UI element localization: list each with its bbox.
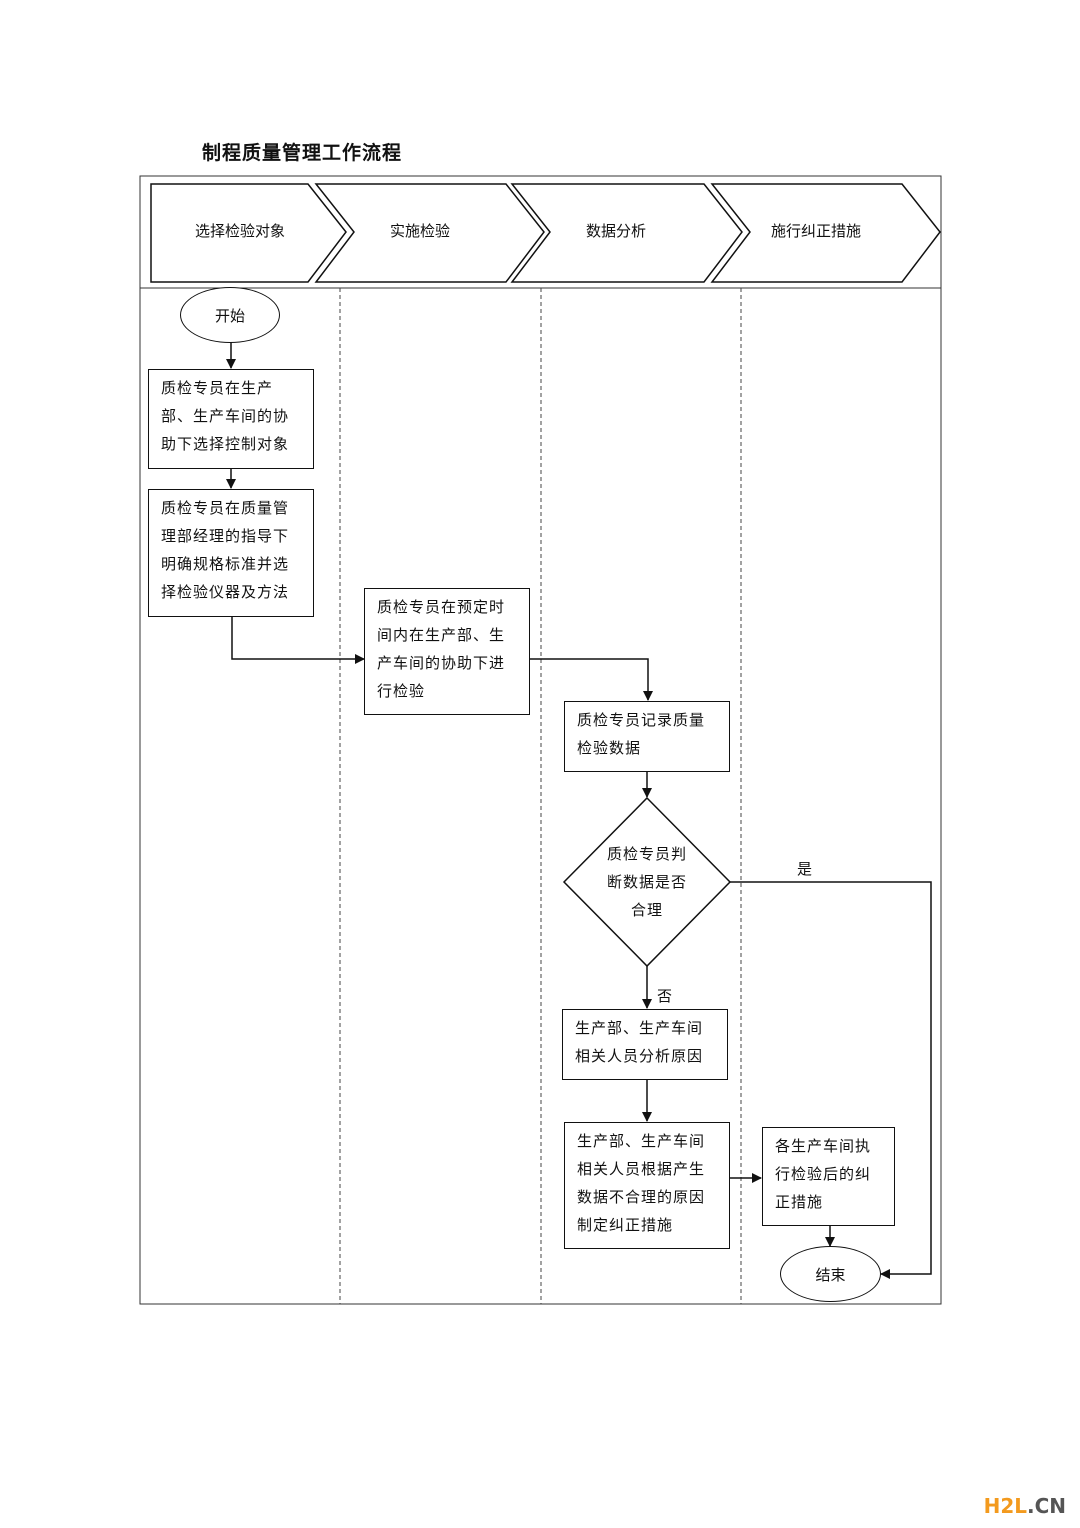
end-node: 结束 — [780, 1246, 881, 1302]
process-step-2: 质检专员在质量管理部经理的指导下明确规格标准并选择检验仪器及方法 — [148, 489, 314, 617]
edge-label-yes: 是 — [797, 860, 813, 878]
arrow-decision-yes — [730, 881, 932, 1279]
arrow-step3-to-step4 — [530, 658, 653, 701]
start-node: 开始 — [180, 287, 280, 343]
process-step-7: 各生产车间执行检验后的纠正措施 — [762, 1127, 895, 1226]
watermark-brand: H2L — [983, 1494, 1027, 1518]
process-step-4: 质检专员记录质量检验数据 — [564, 701, 730, 772]
phase-chevron — [150, 183, 347, 283]
watermark-suffix: .CN — [1026, 1494, 1066, 1518]
watermark-logo: H2L.CN — [984, 1494, 1066, 1518]
process-step-6: 生产部、生产车间相关人员根据产生数据不合理的原因制定纠正措施 — [564, 1122, 730, 1249]
phase-label: 施行纠正措施 — [771, 222, 861, 240]
end-label: 结束 — [815, 1265, 846, 1284]
arrow-step2-to-step3 — [231, 617, 365, 664]
process-step-3: 质检专员在预定时间内在生产部、生产车间的协助下进行检验 — [364, 588, 530, 715]
edge-label-no: 否 — [657, 987, 673, 1005]
phase-chevron — [710, 183, 941, 283]
decision-label: 质检专员判断数据是否合理 — [606, 845, 687, 919]
phase-chevron — [314, 183, 545, 283]
phase-label: 实施检验 — [390, 222, 450, 240]
phase-chevron — [510, 183, 743, 283]
page-title: 制程质量管理工作流程 — [202, 142, 403, 164]
phase-label: 数据分析 — [586, 222, 646, 240]
process-step-1: 质检专员在生产部、生产车间的协助下选择控制对象 — [148, 369, 314, 469]
process-step-5: 生产部、生产车间相关人员分析原因 — [562, 1009, 728, 1080]
start-label: 开始 — [214, 306, 245, 325]
phase-label: 选择检验对象 — [195, 222, 285, 240]
